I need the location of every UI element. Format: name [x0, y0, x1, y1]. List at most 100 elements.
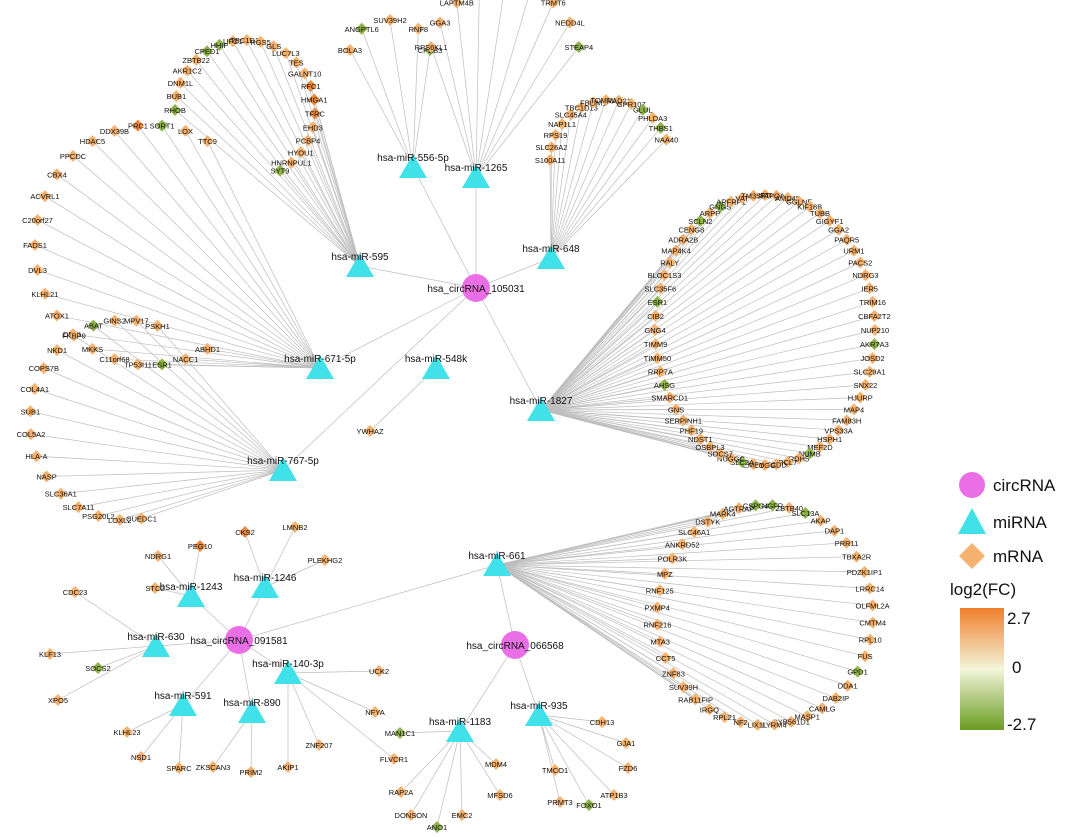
edge-mirna-mrna: [93, 325, 284, 471]
legend-color-scale: [960, 608, 1004, 730]
mrna-node: [108, 314, 121, 327]
mrna-node: [677, 681, 690, 694]
mrna-label: ATP1B3: [600, 791, 627, 800]
mrna-node: [854, 256, 867, 269]
mrna-label: MAP4K4: [661, 247, 691, 256]
edge-mirna-mrna: [37, 219, 321, 369]
mrna-label: TMCO1: [542, 766, 568, 775]
edge-mirna-mrna: [30, 410, 284, 471]
mrna-node: [388, 753, 400, 765]
mrna-label: GGLNF: [786, 198, 812, 207]
mrna-label: CPED1: [195, 47, 220, 56]
edge-mirna-mrna: [273, 46, 361, 267]
mrna-node: [747, 458, 760, 471]
edge-circrna-mirna: [319, 287, 477, 369]
mrna-label: NUP210: [861, 326, 889, 335]
edge-mirna-mrna: [157, 555, 192, 597]
mrna-node: [201, 45, 214, 58]
mrna-node: [651, 618, 664, 631]
mrna-label: UFC1: [223, 37, 243, 46]
mrna-label: KIF18B: [797, 203, 822, 212]
mrna-label: MARK4: [710, 510, 736, 519]
mrna-node: [816, 702, 829, 715]
mrna-label: GINS2: [103, 317, 126, 326]
mrna-node: [858, 566, 871, 579]
mrna-node: [759, 189, 771, 201]
edge-mirna-mrna: [540, 315, 875, 411]
mrna-label: GLUL: [633, 106, 653, 115]
edge-mirna-mrna: [540, 409, 677, 411]
mrna-node: [766, 499, 779, 512]
mrna-node: [747, 189, 760, 202]
edge-mirna-mrna: [496, 564, 658, 608]
mrna-label: SUV39H2: [373, 16, 406, 25]
edge-mirna-mrna: [92, 348, 321, 369]
edge-mirna-mrna: [540, 397, 861, 411]
mrna-label: HNRNPUL1: [271, 158, 311, 167]
mrna-node: [240, 34, 253, 47]
edge-mirna-mrna: [496, 564, 674, 674]
mrna-node: [282, 761, 294, 773]
mrna-label: TRMT6: [541, 0, 566, 8]
mrna-label: CIB2: [647, 312, 664, 321]
mrna-label: PRC1: [128, 122, 148, 131]
mrna-label: CDH13: [590, 718, 615, 727]
mirna-label: hsa-miR-1246: [234, 573, 297, 584]
mrna-label: ARPP: [700, 209, 720, 218]
mrna-node: [734, 716, 747, 729]
mrna-node: [108, 353, 121, 366]
mrna-label: NACC1: [173, 355, 198, 364]
mrna-node: [736, 191, 749, 204]
mrna-label: SLC35F6: [645, 284, 677, 293]
edge-mirna-mrna: [56, 315, 321, 369]
mrna-label: ESR1: [648, 298, 668, 307]
mrna-label: HMGA1: [301, 96, 328, 105]
mrna-node: [190, 53, 203, 66]
edge-mirna-mrna: [550, 117, 653, 259]
mrna-label: C20orf27: [22, 216, 53, 225]
mrna-label: ZBTB22: [182, 56, 210, 65]
mrna-label: RNF8: [408, 25, 428, 34]
mrna-label: RPS19: [544, 131, 568, 140]
mrna-label: ABAT: [84, 322, 103, 331]
mrna-label: GIGYF1: [816, 217, 844, 226]
mrna-label: FLVCR1: [380, 755, 408, 764]
edge-mirna-mrna: [161, 125, 321, 369]
mrna-node: [394, 727, 406, 739]
mrna-label: PRMT3: [547, 798, 572, 807]
mrna-node: [563, 16, 576, 29]
mrna-label: TBXA2R: [842, 553, 872, 562]
mrna-node: [174, 76, 187, 89]
mrna-node: [151, 320, 164, 333]
mrna-node: [689, 693, 702, 706]
mrna-label: BUB1: [167, 92, 187, 101]
edge-mirna-mrna: [78, 469, 284, 508]
mrna-node: [658, 269, 671, 282]
mrna-label: GNGS: [709, 203, 731, 212]
mrna-label: DONSON: [395, 811, 428, 820]
mrna-label: POLR3K: [658, 554, 688, 563]
mrna-node: [245, 766, 257, 778]
mrna-label: MAN1C1: [385, 729, 415, 738]
mrna-node: [866, 616, 879, 629]
legend: circRNA miRNA mRNA log2(FC) 2.7 0 -2.7: [950, 472, 1056, 734]
mrna-label: FOXO1: [576, 801, 601, 810]
mrna-label: FBLIM1: [580, 98, 606, 107]
edge-circrna-mirna: [282, 287, 477, 471]
mrna-label: COL5A2: [17, 430, 46, 439]
mrna-label: HSPH1: [817, 435, 842, 444]
mrna-label: FAM83H: [832, 416, 861, 425]
mrna-node: [814, 514, 827, 527]
mrna-label: CKS2: [235, 528, 255, 537]
mrna-label: SYT9: [271, 167, 290, 176]
edge-mirna-mrna: [37, 269, 321, 369]
mrna-node: [44, 648, 56, 660]
edge-mirna-mrna: [114, 358, 321, 369]
mrna-label: GNG4: [644, 326, 665, 335]
mrna-node: [685, 223, 698, 236]
edge-mirna-mrna: [496, 564, 871, 641]
mrna-node: [704, 440, 716, 453]
mirna-label: hsa-miR-591: [154, 691, 212, 702]
mrna-node: [841, 679, 854, 692]
mrna-node: [716, 507, 729, 520]
